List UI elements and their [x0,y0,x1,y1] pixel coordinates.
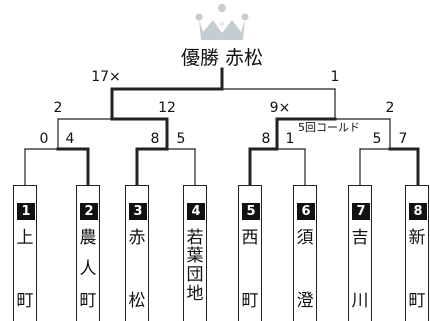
team-name-char: 農 [79,228,97,248]
score-qf2-left: 8 [150,131,160,147]
team-box: 1 上 町 [13,185,37,321]
seed-badge: 1 [17,203,35,220]
team-box: 5 西 町 [238,185,262,321]
team-name-char: 松 [128,291,146,311]
team-box: 2 農 人 町 [76,185,100,321]
team-name-char: 西 [241,228,259,248]
team-name-char: 川 [351,291,369,311]
team-name-char: 町 [408,291,426,311]
team-name-char: 人 [79,259,97,279]
seed-badge: 8 [409,203,427,220]
team-box: 4 若 葉 団 地 [183,185,207,321]
team-name-char: 須 [296,228,314,248]
seed-badge: 2 [80,203,98,220]
team-box: 3 赤 松 [125,185,149,321]
team-name-char: 澄 [296,291,314,311]
crown-icon [195,4,249,40]
team-name-char: 町 [16,291,34,311]
team-box: 7 吉 川 [348,185,372,321]
score-final-left: 17× [91,69,121,85]
called-game-note: 5回コールド [297,121,361,134]
score-semi1-left: 2 [53,100,63,116]
team-name-char: 赤 [128,228,146,248]
seed-badge: 7 [352,203,370,220]
score-qf1-right: 4 [65,131,75,147]
score-final-right: 1 [330,69,340,85]
seed-badge: 4 [187,203,205,220]
team-box: 8 新 町 [405,185,429,321]
score-qf3-right: 1 [285,131,295,147]
score-qf4-right: 7 [398,131,408,147]
team-name-char: 吉 [351,228,369,248]
team-box: 6 須 澄 [293,185,317,321]
score-qf1-left: 0 [39,131,49,147]
team-name-char: 町 [241,291,259,311]
score-semi1-right: 12 [158,100,176,116]
score-semi2-left: 9× [269,100,291,116]
team-name-char: 地 [186,284,204,304]
score-semi2-right: 2 [385,100,395,116]
champion-name: 赤松 [225,47,264,69]
seed-badge: 3 [129,203,147,220]
team-name-char: 葉 [186,246,204,266]
score-qf2-right: 5 [176,131,186,147]
champion-title: 優勝赤松 [181,47,263,69]
seed-badge: 5 [242,203,260,220]
team-name-char: 新 [408,228,426,248]
team-name-char: 若 [186,228,204,248]
team-name-char: 町 [79,291,97,311]
score-qf4-left: 5 [372,131,382,147]
score-qf3-left: 8 [261,131,271,147]
champion-label: 優勝 [180,47,219,69]
seed-badge: 6 [297,203,315,220]
team-name-char: 団 [186,265,204,285]
team-name-char: 上 [16,228,34,248]
